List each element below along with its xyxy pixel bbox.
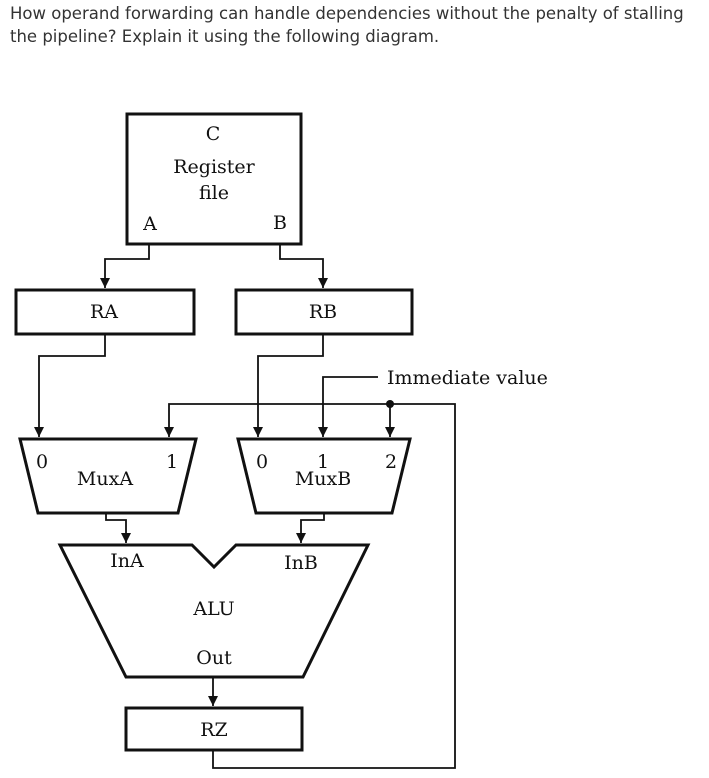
register-file-box (125, 112, 303, 246)
wire-rz-forward-loop (212, 403, 456, 769)
register-file-port-c: C (206, 123, 221, 145)
ra-label: RA (90, 301, 118, 323)
mux-b-label: MuxB (295, 468, 351, 490)
immediate-value-label: Immediate value (387, 367, 548, 389)
register-file-port-b: B (273, 212, 287, 234)
wire-regfile-b-to-rb (279, 244, 328, 288)
rb-register-box (234, 288, 414, 336)
wire-muxa-to-ina (105, 513, 131, 543)
question-line-2: the pipeline? Explain it using the follo… (10, 27, 440, 46)
mux-a-input-0: 0 (36, 451, 48, 473)
alu-shape (57, 543, 371, 679)
question-text: How operand forwarding can handle depend… (10, 2, 705, 48)
question-line-1: How operand forwarding can handle depend… (10, 4, 684, 23)
alu-input-b: InB (284, 552, 318, 574)
mux-b-input-2: 2 (385, 451, 397, 473)
mux-a-label: MuxA (77, 468, 133, 490)
register-file-port-a: A (142, 213, 157, 235)
alu-output: Out (196, 647, 232, 669)
mux-b-input-0: 0 (256, 451, 268, 473)
forward-junction-dot (386, 400, 394, 408)
wire-forward-to-muxa-1 (164, 403, 390, 437)
wire-ra-to-muxa-0 (34, 334, 106, 437)
rz-label: RZ (200, 719, 228, 741)
rz-register-box (124, 706, 304, 752)
mux-b-shape (236, 437, 412, 515)
mux-a-input-1: 1 (166, 451, 178, 473)
wire-rb-to-muxb-0 (253, 334, 324, 437)
rb-label: RB (309, 301, 337, 323)
mux-a-shape (18, 437, 198, 515)
alu-input-a: InA (110, 550, 144, 572)
alu-label: ALU (192, 598, 234, 620)
mux-b-input-1: 1 (317, 451, 329, 473)
wire-regfile-a-to-ra (100, 244, 150, 288)
ra-register-box (14, 288, 196, 336)
wire-muxb-to-inb (296, 513, 325, 543)
register-file-title-1: Register (173, 156, 255, 178)
register-file-title-2: file (199, 182, 229, 204)
wire-immediate-to-muxb-1 (318, 376, 378, 437)
